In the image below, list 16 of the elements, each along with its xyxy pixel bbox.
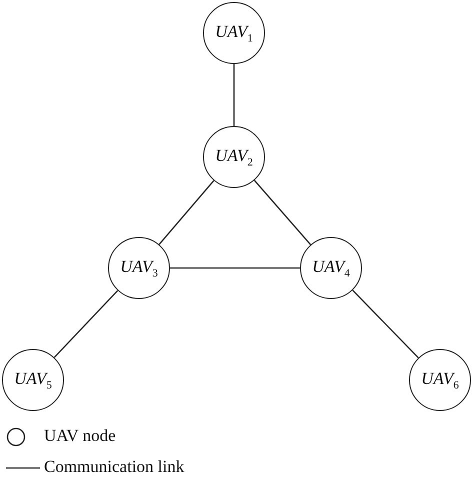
uav-node-circle bbox=[108, 237, 170, 299]
legend-label: Communication link bbox=[44, 457, 184, 477]
communication-link bbox=[352, 290, 419, 358]
uav-node-circle bbox=[300, 237, 362, 299]
node-label: UAV$_{3}$ bbox=[120, 256, 158, 280]
node-label: UAV$_{5}$ bbox=[14, 368, 52, 392]
communication-link bbox=[54, 290, 118, 358]
communication-link bbox=[233, 64, 235, 126]
node-label: UAV$_{1}$ bbox=[215, 22, 253, 44]
communication-link bbox=[170, 267, 300, 269]
node-label: UAV$_{6}$ bbox=[421, 368, 459, 392]
communication-link bbox=[158, 180, 214, 245]
node-label: UAV$_{2}$ bbox=[215, 146, 253, 168]
node-label: UAV$_{4}$ bbox=[312, 256, 350, 280]
communication-link bbox=[254, 180, 312, 246]
legend-label: UAV node bbox=[44, 426, 116, 446]
